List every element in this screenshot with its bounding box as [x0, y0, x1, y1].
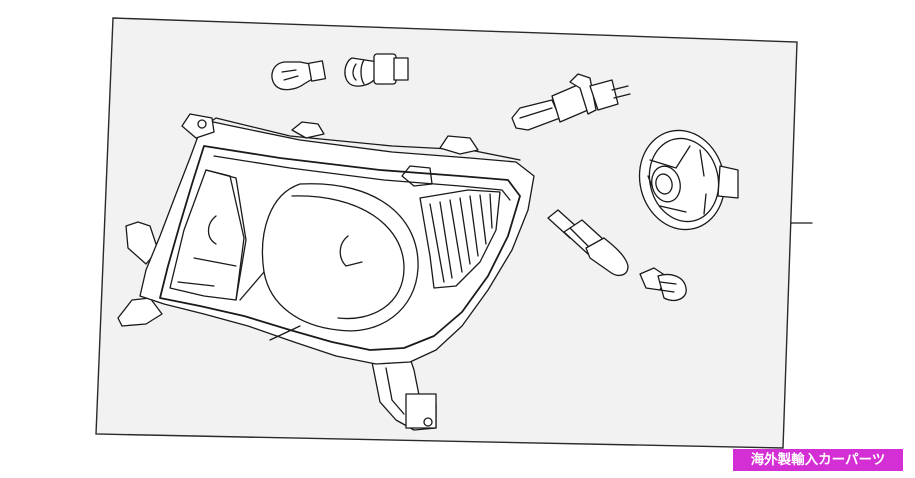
lens-bezel: [159, 145, 521, 351]
high-beam-reflector: [169, 169, 245, 301]
lamp-cover-cap: [638, 129, 739, 231]
lug-hole: [197, 119, 207, 129]
wedge-bulb: [271, 60, 327, 91]
side-marker-bulb: [547, 209, 629, 277]
bezel-inner-edge: [213, 155, 511, 201]
low-beam-reflector: [261, 183, 419, 332]
reflector-bulb-glyph: [339, 235, 363, 267]
reflector-curve-left: [207, 215, 217, 245]
bracket-hole: [423, 417, 433, 427]
bulb-socket: [344, 53, 409, 87]
top-mount-clip-front: [401, 165, 433, 187]
reflector-lines: [177, 257, 237, 287]
halogen-bulb: [511, 73, 631, 131]
watermark-badge: 海外製輸入カーパーツ: [733, 449, 903, 471]
small-wedge-bulb: [639, 267, 687, 302]
headlamp-housing: [117, 113, 535, 431]
top-mount-clip-right: [439, 135, 479, 155]
bracket-plate: [405, 393, 437, 429]
reflector-struts: [239, 271, 301, 341]
top-mount-clip: [291, 121, 325, 139]
bracket-edge: [385, 367, 405, 415]
housing-shell: [139, 119, 535, 365]
side-mount-tab: [125, 221, 159, 265]
turn-signal-lens: [419, 189, 501, 289]
reflector-inner-ring: [291, 195, 405, 320]
reflector-edge: [205, 169, 247, 301]
